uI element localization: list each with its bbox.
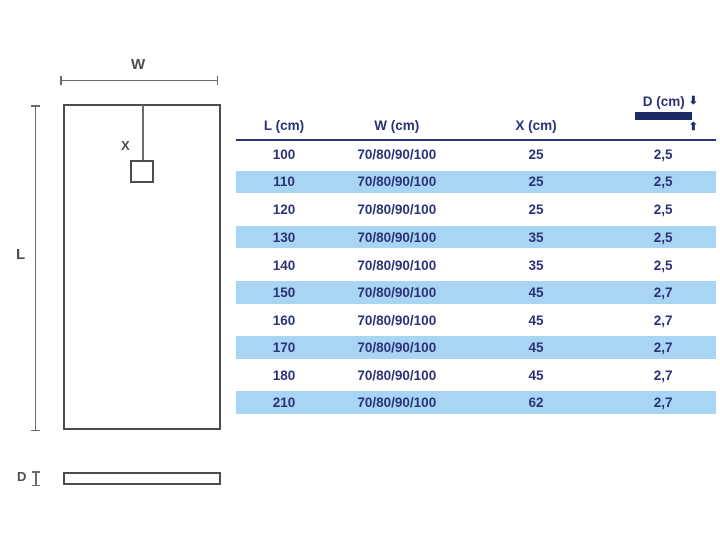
table-cell: 70/80/90/100	[357, 174, 437, 190]
table-body: 100 70/80/90/100 25 2,5 110 70/80/90/100 25 2,5…	[236, 141, 716, 417]
table-cell: 210	[272, 395, 296, 411]
width-dimension-line	[60, 76, 218, 85]
column-header-drain: X (cm)	[515, 118, 557, 133]
drain-offset-label: X	[121, 138, 130, 153]
table-cell: 120	[272, 202, 296, 218]
table-cell: 2,5	[653, 229, 673, 245]
table-row: 150 70/80/90/100 45 2,7	[236, 278, 716, 307]
table-cell: 35	[528, 257, 544, 273]
depth-dimension-marker	[32, 471, 40, 486]
depth-bar-graphic	[634, 112, 692, 120]
table-cell: 35	[528, 229, 544, 245]
table-cell: 150	[272, 284, 296, 300]
table-cell: 70/80/90/100	[357, 229, 437, 245]
width-dimension-label: W	[131, 56, 147, 73]
table-cell: 70/80/90/100	[357, 147, 437, 163]
arrow-down-icon: ⬇	[688, 95, 698, 107]
depth-header-label: D (cm)	[642, 94, 685, 109]
table-row: 120 70/80/90/100 25 2,5	[236, 196, 716, 224]
table-cell: 2,5	[653, 147, 673, 163]
table-cell: 170	[272, 339, 296, 355]
table-row: 110 70/80/90/100 25 2,5	[236, 168, 716, 197]
length-dimension-line	[31, 105, 40, 431]
table-cell: 140	[272, 257, 296, 273]
table-cell: 45	[528, 284, 544, 300]
table-cell: 62	[528, 395, 544, 411]
tray-side-view	[63, 472, 221, 485]
dimensions-table: L (cm) W (cm) X (cm) D (cm) ⬇ ⬆ 100 70/80…	[236, 88, 716, 417]
table-cell: 2,7	[653, 339, 673, 355]
table-cell: 25	[528, 174, 544, 190]
table-cell: 2,5	[653, 202, 673, 218]
table-cell: 45	[528, 368, 544, 384]
column-header-depth: D (cm) ⬇ ⬆	[610, 88, 716, 139]
table-row: 210 70/80/90/100 62 2,7	[236, 389, 716, 417]
table-cell: 70/80/90/100	[357, 257, 437, 273]
depth-dimension-label: D	[17, 469, 27, 484]
table-row: 170 70/80/90/100 45 2,7	[236, 334, 716, 362]
drain-square	[130, 160, 154, 183]
table-cell: 70/80/90/100	[357, 202, 437, 218]
table-row: 140 70/80/90/100 35 2,5	[236, 251, 716, 279]
table-row: 130 70/80/90/100 35 2,5	[236, 223, 716, 252]
table-header-row: L (cm) W (cm) X (cm) D (cm) ⬇ ⬆	[236, 88, 716, 141]
column-header-length: L (cm)	[263, 118, 305, 133]
table-cell: 70/80/90/100	[357, 368, 437, 384]
length-dimension-label: L	[16, 246, 26, 263]
table-cell: 180	[272, 368, 296, 384]
table-cell: 100	[272, 147, 296, 163]
column-header-width: W (cm)	[374, 118, 420, 133]
table-cell: 110	[273, 174, 295, 190]
table-cell: 70/80/90/100	[357, 395, 437, 411]
table-cell: 45	[528, 339, 544, 355]
table-cell: 70/80/90/100	[357, 312, 437, 328]
table-cell: 70/80/90/100	[357, 284, 437, 300]
table-cell: 45	[528, 312, 544, 328]
table-cell: 2,5	[653, 257, 673, 273]
drain-offset-line	[142, 105, 144, 171]
table-cell: 2,7	[653, 368, 673, 384]
table-cell: 70/80/90/100	[357, 339, 437, 355]
table-cell: 2,7	[653, 284, 673, 300]
table-cell: 2,5	[653, 174, 673, 190]
table-row: 180 70/80/90/100 45 2,7	[236, 362, 716, 390]
table-row: 100 70/80/90/100 25 2,5	[236, 141, 716, 169]
depth-header-graphic: D (cm) ⬇ ⬆	[634, 94, 698, 133]
arrow-up-icon: ⬆	[688, 121, 698, 133]
table-row: 160 70/80/90/100 45 2,7	[236, 307, 716, 335]
table-cell: 160	[272, 312, 296, 328]
table-cell: 25	[528, 147, 544, 163]
table-cell: 2,7	[653, 395, 673, 411]
table-cell: 2,7	[653, 312, 673, 328]
table-cell: 25	[528, 202, 544, 218]
table-cell: 130	[272, 229, 296, 245]
